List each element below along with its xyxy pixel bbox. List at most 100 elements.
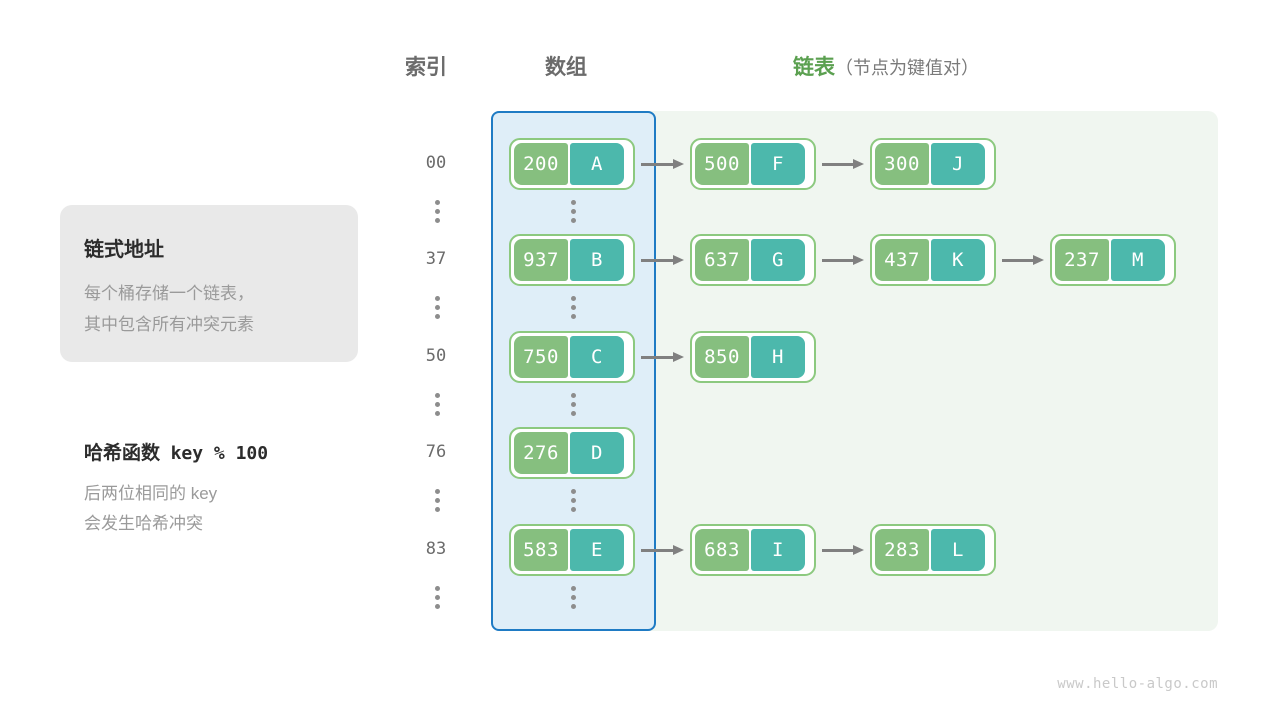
chain-arrow: [641, 159, 684, 169]
bucket-index-label: 50: [425, 346, 447, 366]
chain-node-key: 683: [695, 529, 749, 571]
chain-node-value: M: [1111, 239, 1165, 281]
ellipsis-dot: [434, 218, 440, 223]
watermark: www.hello-algo.com: [1057, 676, 1218, 692]
array-ellipsis: [566, 393, 580, 416]
bucket-node-key: 583: [514, 529, 568, 571]
hash-function-note: 后两位相同的 key 会发生哈希冲突: [84, 479, 364, 539]
info-card: [60, 205, 358, 362]
chain-node-value: K: [931, 239, 985, 281]
ellipsis-dot: [434, 586, 440, 591]
info-card-line-1: 每个桶存储一个链表，: [84, 284, 254, 303]
chain-arrow: [822, 255, 864, 265]
chain-node-value: J: [931, 143, 985, 185]
chain-node-key: 237: [1055, 239, 1109, 281]
chain-node-value: G: [751, 239, 805, 281]
chain-node-value: I: [751, 529, 805, 571]
index-ellipsis: [430, 296, 444, 319]
arrow-shaft: [822, 548, 853, 552]
column-header-list: 链表（节点为键值对）: [793, 51, 979, 81]
chain-node-value: H: [751, 336, 805, 378]
bucket-node-value: A: [570, 143, 624, 185]
arrow-head: [673, 352, 684, 362]
arrow-head: [853, 545, 864, 555]
arrow-shaft: [641, 548, 673, 552]
ellipsis-dot: [570, 498, 576, 503]
ellipsis-dot: [570, 305, 576, 310]
ellipsis-dot: [434, 393, 440, 398]
bucket-index-label: 37: [425, 249, 447, 269]
chain-node-value: L: [931, 529, 985, 571]
info-card-body: 每个桶存储一个链表， 其中包含所有冲突元素: [84, 278, 344, 340]
ellipsis-dot: [570, 507, 576, 512]
index-ellipsis: [430, 489, 444, 512]
hash-function-label: 哈希函数: [84, 443, 161, 464]
bucket-node-key: 200: [514, 143, 568, 185]
column-header-list-sub: （节点为键值对）: [835, 58, 979, 78]
arrow-head: [853, 255, 864, 265]
hash-function-expression: key % 100: [170, 443, 269, 464]
column-header-array: 数组: [545, 56, 587, 79]
ellipsis-dot: [434, 498, 440, 503]
column-header-list-main: 链表: [793, 56, 835, 79]
bucket-node-key: 750: [514, 336, 568, 378]
ellipsis-dot: [434, 507, 440, 512]
chain-arrow: [641, 352, 684, 362]
hash-note-line-2: 会发生哈希冲突: [84, 514, 203, 533]
ellipsis-dot: [434, 411, 440, 416]
chain-arrow: [822, 159, 864, 169]
ellipsis-dot: [570, 218, 576, 223]
column-header-index: 索引: [405, 56, 447, 79]
ellipsis-dot: [570, 200, 576, 205]
chain-node-key: 637: [695, 239, 749, 281]
arrow-shaft: [641, 162, 673, 166]
ellipsis-dot: [570, 604, 576, 609]
ellipsis-dot: [434, 402, 440, 407]
ellipsis-dot: [570, 296, 576, 301]
bucket-node-value: E: [570, 529, 624, 571]
bucket-index-label: 00: [425, 153, 447, 173]
ellipsis-dot: [434, 209, 440, 214]
bucket-index-label: 76: [425, 442, 447, 462]
info-card-title: 链式地址: [84, 239, 164, 261]
arrow-shaft: [822, 162, 853, 166]
bucket-node-value: C: [570, 336, 624, 378]
chain-node-key: 283: [875, 529, 929, 571]
index-ellipsis: [430, 586, 444, 609]
arrow-shaft: [822, 258, 853, 262]
arrow-head: [1033, 255, 1044, 265]
ellipsis-dot: [570, 595, 576, 600]
ellipsis-dot: [570, 411, 576, 416]
bucket-index-label: 83: [425, 539, 447, 559]
arrow-head: [673, 159, 684, 169]
bucket-node-value: B: [570, 239, 624, 281]
arrow-shaft: [641, 258, 673, 262]
ellipsis-dot: [434, 595, 440, 600]
arrow-shaft: [1002, 258, 1033, 262]
ellipsis-dot: [570, 489, 576, 494]
chain-node-key: 850: [695, 336, 749, 378]
ellipsis-dot: [434, 305, 440, 310]
arrow-head: [853, 159, 864, 169]
array-ellipsis: [566, 296, 580, 319]
array-ellipsis: [566, 489, 580, 512]
ellipsis-dot: [570, 209, 576, 214]
info-card-line-2: 其中包含所有冲突元素: [84, 315, 254, 334]
chain-arrow: [641, 255, 684, 265]
ellipsis-dot: [434, 489, 440, 494]
array-ellipsis: [566, 200, 580, 223]
